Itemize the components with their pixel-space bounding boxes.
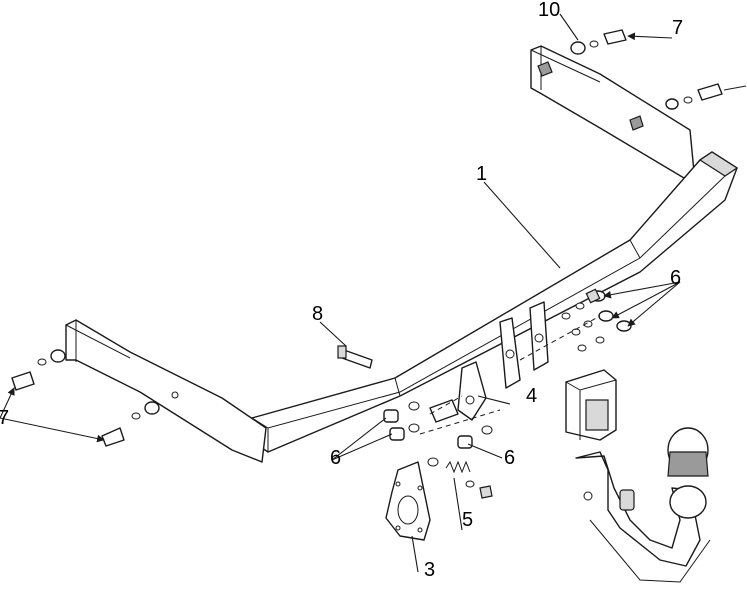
ball-hook <box>575 427 711 583</box>
callout-4: 4 <box>526 385 537 407</box>
callout-labels: 1 10 7 6 8 4 6 6 5 3 7 <box>0 0 683 581</box>
callout-6-center: 6 <box>504 447 515 469</box>
bolt-lower-center <box>457 425 493 449</box>
right-side-bracket <box>530 45 695 179</box>
callout-7-top: 7 <box>672 17 683 39</box>
bolts-left <box>11 349 160 447</box>
callout-1: 1 <box>476 163 487 185</box>
callout-8: 8 <box>312 303 323 325</box>
bolts-top-right <box>570 29 723 110</box>
bolt-set-lower-left <box>383 395 501 441</box>
center-mount-plates <box>429 301 549 423</box>
bolt-set-upper-right <box>519 288 632 361</box>
socket-plate <box>385 461 431 541</box>
leader-lines <box>0 13 747 573</box>
bolt-part-8 <box>337 345 373 369</box>
callout-10: 10 <box>538 0 560 21</box>
ball-holder-block <box>565 369 617 441</box>
callout-6-left: 6 <box>330 447 341 469</box>
main-cross-beam <box>249 151 739 453</box>
spring-screw-assembly <box>427 457 493 499</box>
callout-6-right: 6 <box>670 267 681 289</box>
left-side-bracket <box>65 319 267 463</box>
callout-3: 3 <box>424 559 435 581</box>
callout-5: 5 <box>462 509 473 531</box>
callout-7-left: 7 <box>0 407 9 429</box>
